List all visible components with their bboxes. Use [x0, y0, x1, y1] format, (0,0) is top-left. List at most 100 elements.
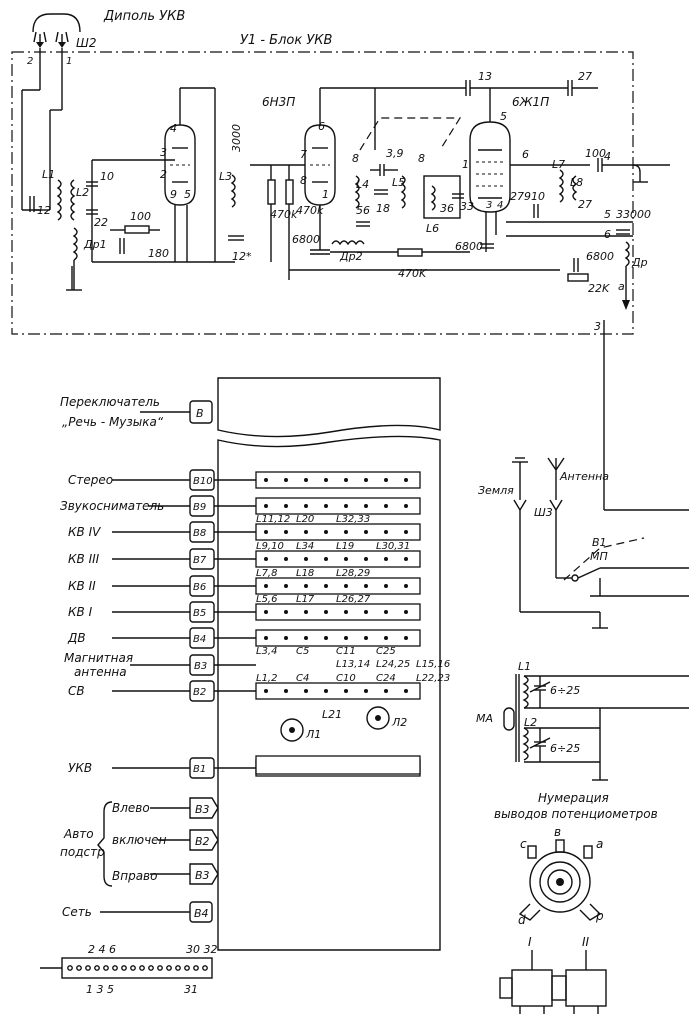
connector-pin: [175, 965, 181, 971]
lamp-l2: [366, 706, 390, 730]
c180-label: 180: [148, 247, 169, 260]
connector-pin: [148, 965, 154, 971]
r3000-label: 3000: [230, 124, 243, 152]
strip-label: L26,27: [336, 594, 371, 605]
resistor-22k: [567, 273, 589, 282]
strip-label: L28,29: [336, 568, 370, 579]
ma-l2-label: L2: [524, 716, 537, 729]
c1-trim-label: 6÷25: [550, 684, 580, 697]
conn-bottom-numbers-right: 31: [184, 983, 198, 996]
capacitor-c56: [356, 221, 370, 227]
switch-key-label: В10: [193, 476, 213, 487]
c18-label: 18: [376, 202, 390, 215]
strip-contact: [384, 557, 388, 561]
capacitor-c12-star: [228, 235, 244, 241]
strip-contact: [344, 504, 348, 508]
resistor-470k-a: [267, 165, 276, 262]
strip-contact: [364, 557, 368, 561]
switch-key-label: В9: [193, 502, 206, 513]
capacitor-c180: [119, 238, 125, 254]
inductor-l1: [56, 179, 62, 221]
antenna-input: Земля Антенна Ш3 В1 МП МА L1: [476, 457, 689, 781]
connector-pin: [130, 965, 136, 971]
strip-contact: [324, 689, 328, 693]
switch-key-label: В4: [193, 634, 206, 645]
auto-label-2: подстр: [60, 845, 105, 859]
strip-contact: [324, 530, 328, 534]
l4-label: L4: [356, 178, 369, 191]
switch-key-label: В3: [194, 661, 207, 672]
strip-label: C11: [336, 646, 356, 657]
lamp-l2-label: Л2: [391, 716, 407, 729]
capacitor-c13: [375, 80, 568, 96]
strip-contact: [324, 636, 328, 640]
connector-label: Ш2: [76, 36, 96, 50]
strip-contact: [304, 584, 308, 588]
l3-label: L3: [219, 170, 232, 183]
key-auto-left[interactable]: В3: [189, 797, 219, 819]
strip-contact: [344, 689, 348, 693]
strip-contact: [364, 504, 368, 508]
switch-strip: [255, 523, 421, 541]
out-pin-3: 3: [594, 320, 601, 333]
tube2-label: 6Ж1П: [512, 95, 549, 109]
strip-contact: [344, 478, 348, 482]
key-auto-right[interactable]: В3: [189, 863, 219, 885]
strip-contact: [384, 636, 388, 640]
connector-pin: [139, 965, 145, 971]
t2-pin-5: 5: [500, 110, 507, 123]
t1-pin-8: 8: [300, 174, 307, 187]
pot-title-2: выводов потенциометров: [494, 807, 658, 821]
c33000-label: 33000: [616, 208, 651, 221]
dipole-label: Диполь УКВ: [103, 9, 185, 24]
resistor-470k-c: [330, 248, 470, 257]
pot-section-2: II: [582, 935, 590, 949]
t1-pin-6: 6: [318, 120, 325, 133]
strip-contact: [284, 504, 288, 508]
t1-pin-2: 2: [160, 168, 167, 181]
switch-row-label: Звукосниматель: [60, 499, 164, 513]
magnetic-antenna-label-1: Магнитная: [64, 651, 133, 665]
strip-contact: [364, 530, 368, 534]
connector-pin: [67, 965, 73, 971]
strip-contact: [324, 478, 328, 482]
capacitor-c12: [22, 196, 50, 212]
strip-label: L18: [296, 568, 314, 579]
l8-label: L8: [570, 176, 583, 189]
c3-9-label: 3,9: [386, 147, 404, 160]
t1-pin-7: 7: [300, 148, 307, 161]
connector-pin: [94, 965, 100, 971]
c56-label: 56: [356, 204, 370, 217]
switch-strip: [255, 629, 421, 647]
key-auto-on[interactable]: В2: [189, 829, 219, 851]
dr2-label: Др2: [339, 250, 363, 263]
switch-key-label: В6: [193, 582, 206, 593]
r470k-a-label: 470k: [270, 208, 298, 221]
inductor-l6: [430, 185, 436, 211]
strip-label: C25: [376, 646, 396, 657]
connector-pin: [121, 965, 127, 971]
r470k-b-label: 470k: [296, 204, 324, 217]
auto-item-right: Вправо: [112, 869, 157, 883]
l5-pin: 8: [418, 152, 425, 165]
choke-dr1: [66, 227, 82, 291]
strip-contact: [364, 478, 368, 482]
strip-contact: [344, 636, 348, 640]
key-net[interactable]: В4: [189, 901, 213, 923]
l5-label: L5: [392, 176, 405, 189]
strip-contact: [304, 636, 308, 640]
resistor-r100: [110, 225, 160, 234]
strip-label: L34: [296, 541, 314, 552]
c10-label: 10: [100, 170, 114, 183]
connector-pin: [103, 965, 109, 971]
l1-label: L1: [42, 168, 55, 181]
strip-label: L32,33: [336, 514, 370, 525]
strip-contact: [264, 610, 268, 614]
strip-contact: [404, 584, 408, 588]
earth-icon: [512, 457, 528, 500]
